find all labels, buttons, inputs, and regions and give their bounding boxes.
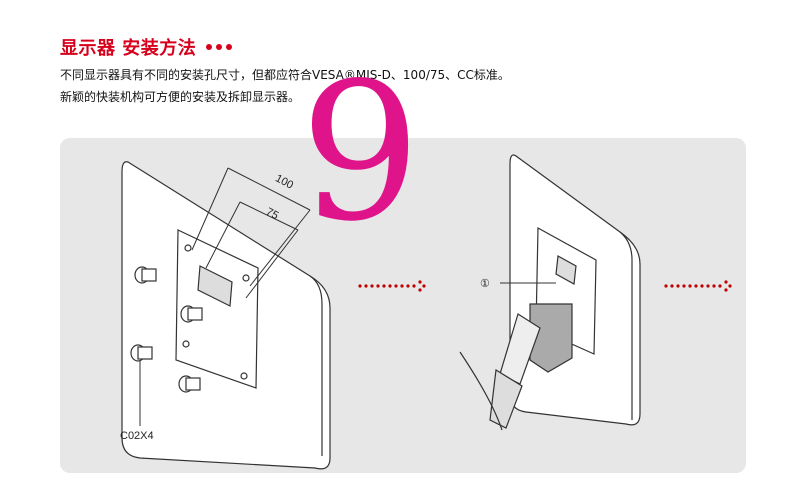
vesa-mount-plate (175, 229, 259, 389)
callout-label: ① (480, 278, 490, 290)
description-line-2: 新颖的快装机构可方便的安装及拆卸显示器。 (60, 90, 301, 104)
installation-diagram (121, 154, 732, 470)
arrow-right-icon (358, 280, 426, 292)
screw-icon (130, 266, 203, 393)
description: 不同显示器具有不同的安装孔尺寸，但都应符合VESA®MIS-D、100/75、C… (60, 64, 510, 108)
arrow-right-icon (664, 280, 732, 292)
dimension-lines (191, 167, 311, 299)
diagram-panel: 100 75 C02X4 ① (60, 138, 746, 473)
description-line-1: 不同显示器具有不同的安装孔尺寸，但都应符合VESA®MIS-D、100/75、C… (60, 68, 510, 82)
section-title-row: 显示器 安装方法 (60, 34, 233, 60)
screw-label: C02X4 (120, 430, 154, 442)
section-title: 显示器 安装方法 (60, 38, 197, 59)
monitor-with-arm-right (459, 154, 641, 431)
title-dots-icon (206, 44, 233, 50)
overlay-number: 9 (300, 42, 421, 263)
